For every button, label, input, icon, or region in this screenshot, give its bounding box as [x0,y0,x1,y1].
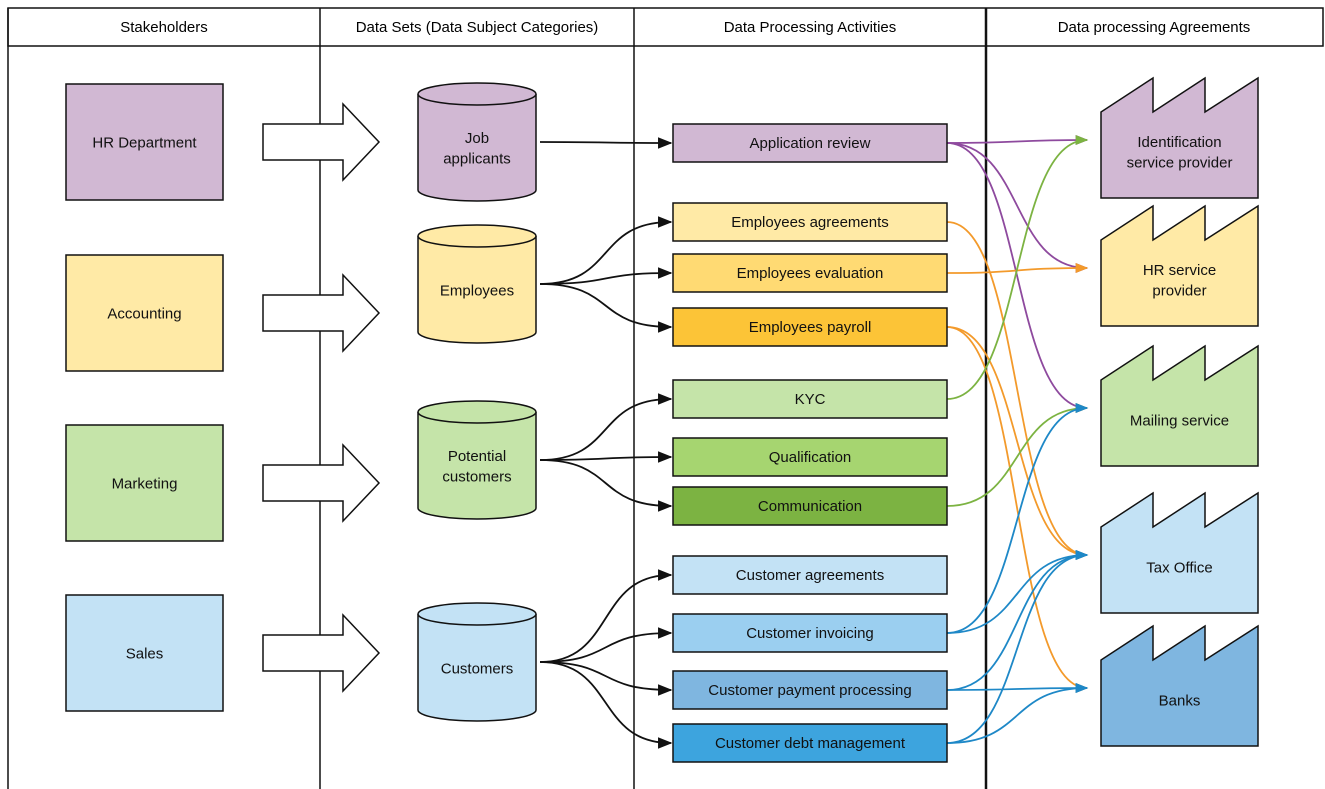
activity-cust_inv: Customer invoicing [672,613,948,653]
dataset-flow-qual [539,451,673,463]
activity-comm: Communication [672,486,948,526]
factory-label: HR service [1143,262,1216,279]
activity-label: Customer debt management [715,735,906,752]
stakeholder-label: Sales [126,645,164,662]
activity-label: Employees agreements [731,214,889,231]
stakeholder-label: Accounting [107,305,181,322]
dataset-flow-comm [539,459,673,512]
dataset-flow-kyc [539,393,673,461]
stakeholder-hr: HR Department [65,83,224,201]
agreement-flow-emp_pay-banks [946,326,1089,693]
stakeholder-label: Marketing [112,475,178,492]
block-arrow-marketing [262,443,381,523]
agreement-flow-cust_inv-tax [946,549,1089,634]
factory-label: Mailing service [1130,412,1229,429]
block-arrow-accounting [262,273,381,353]
activity-cust_debt: Customer debt management [672,723,948,763]
column-header-activities: Data Processing Activities [724,19,897,36]
agreement-flow-cust_debt-tax [946,549,1089,744]
column-header-agreements: Data processing Agreements [1058,19,1251,36]
dataset-label: customers [442,468,511,485]
activity-label: Customer payment processing [708,682,911,699]
factory-label: provider [1152,282,1206,299]
activity-qual: Qualification [672,437,948,477]
factory-tax: Tax Office [1100,491,1259,614]
flow-connectors [539,134,1089,749]
dataset-flow-cust_debt [539,661,673,749]
dataset-flow-cust_pay [539,661,673,696]
activity-app_review: Application review [672,123,948,163]
agreement-flow-emp_agree-tax [946,221,1089,560]
column-header-stakeholders: Stakeholders [120,19,208,36]
dataset-flow-cust_inv [539,627,673,663]
activity-emp_agree: Employees agreements [672,202,948,242]
agreement-flow-cust_inv-mail [946,402,1089,634]
agreement-flow-app_review-mail [946,142,1089,414]
dataset-flow-emp_eval [539,267,673,285]
activity-label: Communication [758,498,862,515]
agreement-flow-comm-mail [946,402,1089,507]
agreement-flow-app_review-idsp [946,134,1089,146]
activity-label: Employees evaluation [737,265,884,282]
dataset-emp: Employees [417,224,537,344]
activity-cust_agree: Customer agreements [672,555,948,595]
stakeholder-to-dataset-arrows [262,102,381,693]
stakeholder-marketing: Marketing [65,424,224,542]
stakeholder-accounting: Accounting [65,254,224,372]
dataset-label: applicants [443,150,511,167]
activity-cust_pay: Customer payment processing [672,670,948,710]
stakeholder-label: HR Department [92,134,197,151]
activity-emp_eval: Employees evaluation [672,253,948,293]
factory-banks: Banks [1100,624,1259,747]
factory-label: service provider [1127,154,1233,171]
activity-label: Employees payroll [749,319,872,336]
dataset-label: Job [465,130,489,147]
factory-idsp: Identification service provider [1100,76,1259,199]
agreement-factories: Identification service provider HR service… [1100,76,1259,747]
agreement-flow-cust_debt-banks [946,682,1089,744]
factory-hrsp: HR service provider [1100,204,1259,327]
factory-label: Banks [1159,692,1201,709]
dataset-label: Potential [448,448,506,465]
block-arrow-hr [262,102,381,182]
dataset-label: Customers [441,660,514,677]
activity-label: KYC [795,391,826,408]
dataset-flow-app_review [539,137,673,149]
activity-label: Customer invoicing [746,625,874,642]
activity-emp_pay: Employees payroll [672,307,948,347]
agreement-flow-kyc-idsp [946,134,1089,400]
factory-mail: Mailing service [1100,344,1259,467]
stakeholder-sales: Sales [65,594,224,712]
agreement-flow-emp_pay-tax [946,326,1089,561]
factory-label: Identification [1137,134,1221,151]
agreement-flow-cust_pay-tax [946,549,1089,691]
block-arrow-sales [262,613,381,693]
factory-label: Tax Office [1146,559,1212,576]
dataset-pot: Potential customers [417,400,537,520]
activity-label: Application review [750,135,871,152]
dataset-cust: Customers [417,602,537,722]
dataset-flow-emp_agree [539,216,673,285]
agreement-flow-cust_pay-banks [946,682,1089,694]
column-headers: Stakeholders Data Sets (Data Subject Cat… [120,19,1250,36]
agreement-flow-app_review-hrsp [946,142,1089,274]
dataset-label: Employees [440,282,514,299]
dataset-flow-emp_pay [539,283,673,333]
activity-kyc: KYC [672,379,948,419]
dataset-job: Job applicants [417,82,537,202]
activity-label: Customer agreements [736,567,884,584]
column-header-datasets: Data Sets (Data Subject Categories) [356,19,599,36]
activity-label: Qualification [769,449,852,466]
dataset-flow-cust_agree [539,569,673,663]
